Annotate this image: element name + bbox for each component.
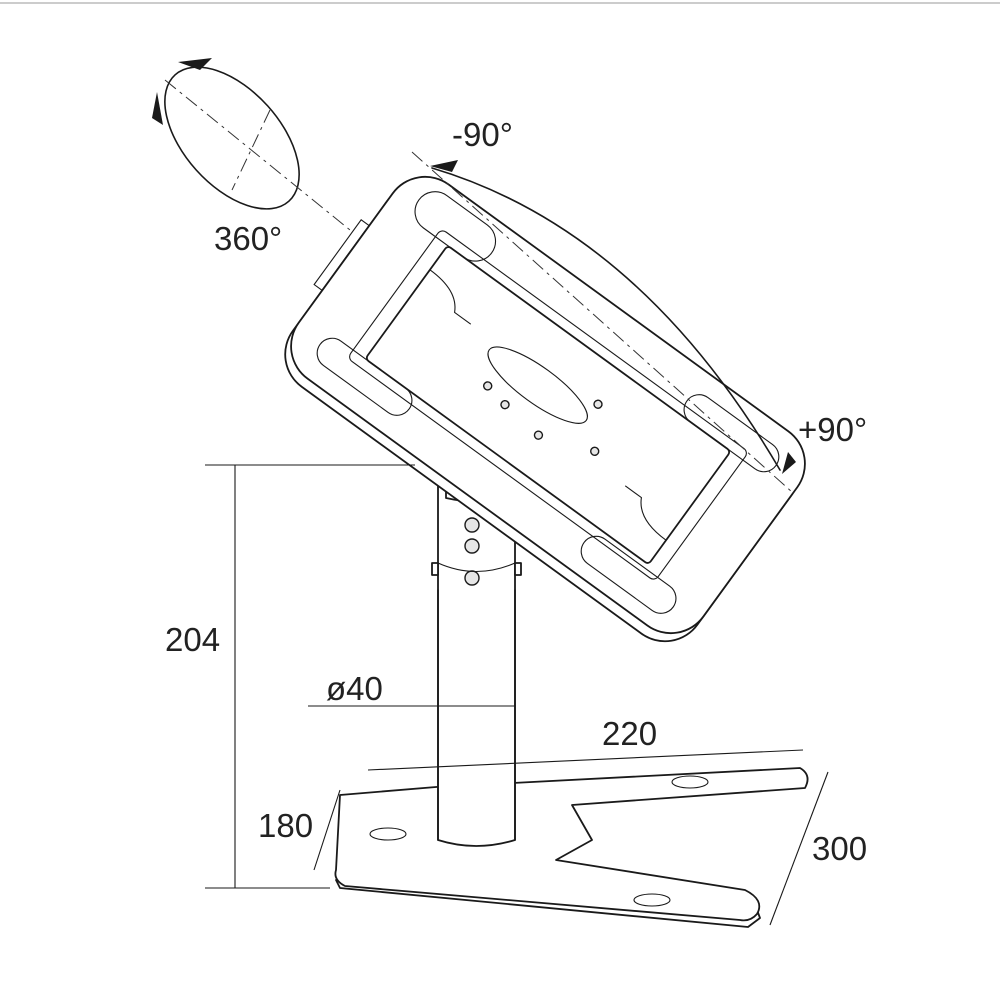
tilt-max-label: +90°	[798, 411, 867, 448]
diameter-label: ø40	[326, 670, 383, 707]
dimension-diameter: ø40	[308, 670, 515, 707]
screw-icon	[464, 570, 480, 586]
tilt-arrow-icon	[430, 160, 458, 172]
dimension-height: 204	[165, 464, 415, 889]
tilt-arrow-icon	[782, 452, 796, 474]
tilt-indicator: -90° +90°	[411, 116, 867, 493]
dimension-width: 220	[367, 715, 804, 771]
depth-label: 180	[258, 807, 313, 844]
width-label: 220	[602, 715, 657, 752]
height-label: 204	[165, 621, 220, 658]
length-label: 300	[812, 830, 867, 867]
base-hole-right	[671, 775, 709, 789]
tilt-min-label: -90°	[452, 116, 513, 153]
rotation-label: 360°	[214, 220, 282, 257]
screw-icon	[464, 538, 480, 554]
base-plate	[334, 767, 809, 928]
base-hole-left	[369, 827, 407, 841]
rotate-arrow-icon	[178, 58, 212, 70]
tablet-enclosure	[284, 175, 806, 643]
dimension-length: 300	[769, 771, 867, 926]
rotate-arrow-icon	[152, 92, 163, 125]
screw-icon	[464, 517, 480, 533]
base-hole-front	[633, 893, 671, 907]
dimension-depth: 180	[258, 789, 341, 871]
rotation-indicator: 360°	[152, 58, 351, 257]
